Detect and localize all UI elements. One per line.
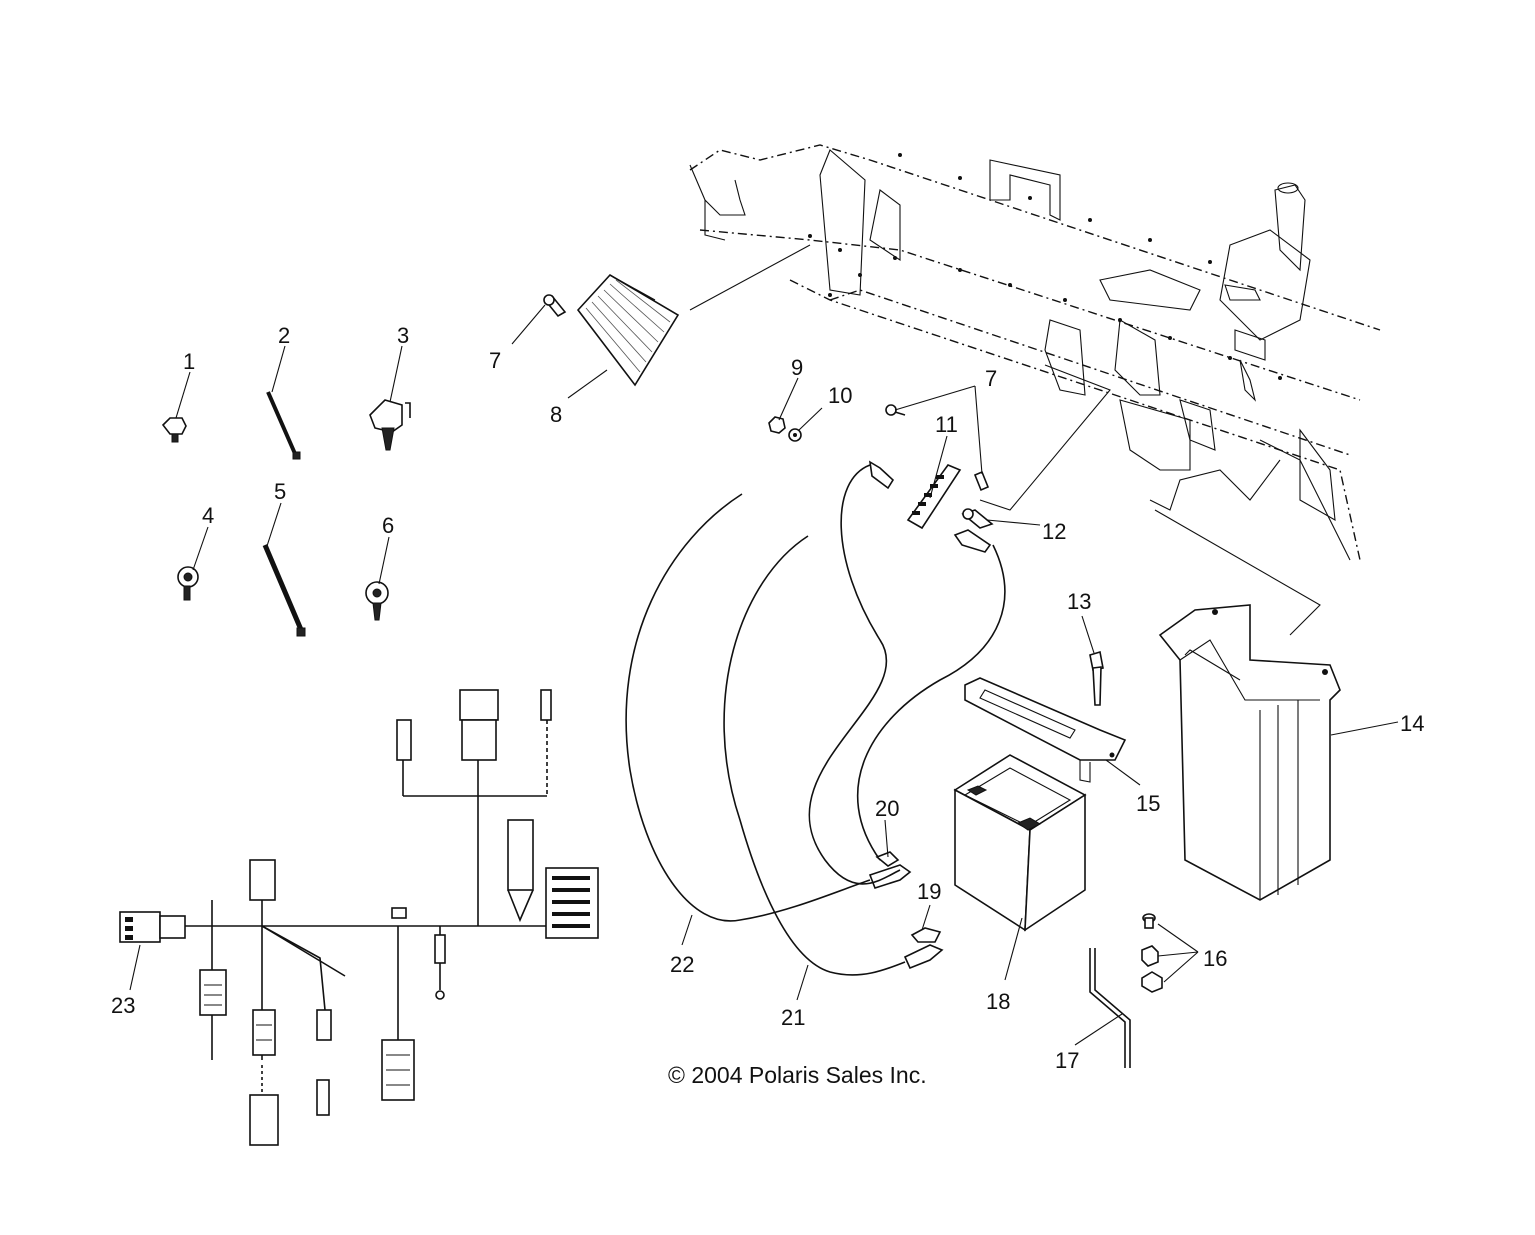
- part-16-terminal-hardware: [1141, 913, 1163, 993]
- part-14-battery-box: [1158, 604, 1341, 901]
- callout-14: 14: [1400, 711, 1424, 736]
- part-17-vent-tube: [1089, 948, 1131, 1068]
- callout-20: 20: [875, 796, 899, 821]
- part-18-battery: [953, 754, 1087, 932]
- vehicle-frame: [689, 144, 1381, 636]
- part-20-terminal: [875, 851, 900, 867]
- callout-7-left: 7: [489, 348, 501, 373]
- callout-2: 2: [278, 323, 290, 348]
- part-12-spacer: [961, 508, 994, 529]
- leader-lines: [129, 304, 1399, 1046]
- callout-5: 5: [274, 479, 286, 504]
- callout-21: 21: [781, 1005, 805, 1030]
- callout-22: 22: [670, 952, 694, 977]
- part-20-cable: [808, 460, 1006, 885]
- callout-15: 15: [1136, 791, 1160, 816]
- part-13-bolt: [1089, 650, 1104, 706]
- part-21-cable: [723, 535, 944, 976]
- callout-7-right: 7: [985, 366, 997, 391]
- part-9-nut: [768, 416, 786, 434]
- callout-numbers: 1 2 3 4 5 6 7 7 8 9 10 11 12 13 14 15 16…: [111, 323, 1424, 1073]
- callout-17: 17: [1055, 1048, 1079, 1073]
- callout-23: 23: [111, 993, 135, 1018]
- callout-18: 18: [986, 989, 1010, 1014]
- part-6-push-clip: [365, 581, 389, 621]
- callout-16: 16: [1203, 946, 1227, 971]
- callout-8: 8: [550, 402, 562, 427]
- part-3-push-clip: [369, 399, 411, 451]
- callout-6: 6: [382, 513, 394, 538]
- part-19-terminal: [910, 927, 942, 943]
- copyright-notice: © 2004 Polaris Sales Inc.: [668, 1062, 927, 1088]
- callout-3: 3: [397, 323, 409, 348]
- part-5-cable-tie: [262, 544, 306, 637]
- callout-19: 19: [917, 879, 941, 904]
- part-11-fuse-block: [906, 464, 962, 530]
- part-7-bolt-right: [885, 404, 990, 492]
- callout-10: 10: [828, 383, 852, 408]
- callout-1: 1: [183, 349, 195, 374]
- part-8-filter-element: [576, 273, 680, 387]
- callout-11: 11: [935, 412, 958, 437]
- part-2-cable-tie: [266, 391, 301, 460]
- part-15-hold-down-bracket: [964, 677, 1127, 783]
- part-4-clip: [177, 566, 199, 601]
- part-10-washer: [788, 428, 802, 442]
- callout-9: 9: [791, 355, 803, 380]
- part-1-clip: [161, 417, 187, 443]
- part-23-wire-harness: [119, 689, 599, 1146]
- callout-12: 12: [1042, 519, 1066, 544]
- frame-holes: [808, 153, 1282, 380]
- callout-13: 13: [1067, 589, 1091, 614]
- part-7-bolt-left: [543, 294, 567, 318]
- callout-4: 4: [202, 503, 214, 528]
